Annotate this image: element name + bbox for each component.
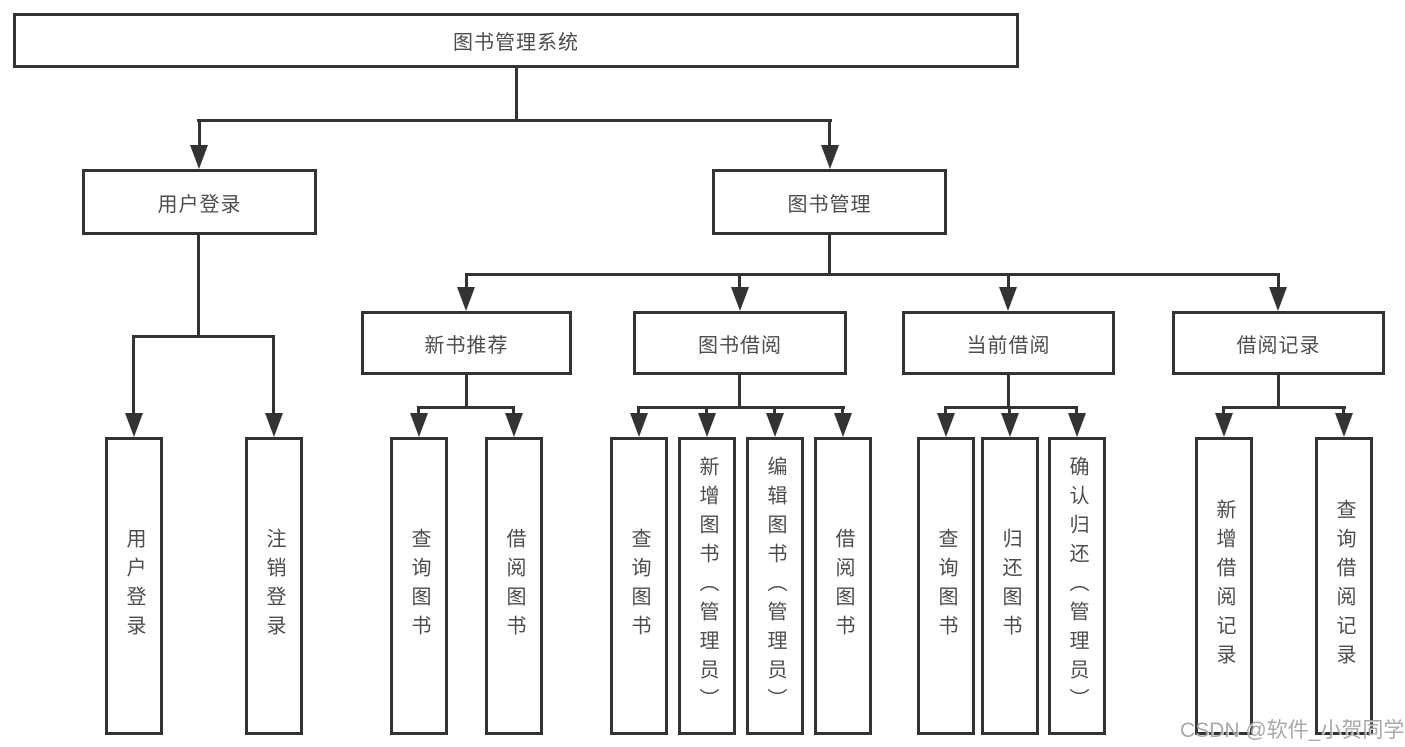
leaf-return-books: 归还图书: [981, 437, 1039, 735]
connector-section3-vline: [1007, 375, 1010, 409]
arrow-down-icon: [1269, 287, 1287, 311]
arrow-down-icon: [265, 413, 283, 437]
arrow-down-icon: [834, 413, 852, 437]
arrow-down-icon: [410, 413, 428, 437]
connector-user-login-shaft: [198, 119, 201, 151]
leaf-label: 用户登录: [123, 528, 145, 644]
connector-user-login-vline: [197, 235, 200, 338]
leaf-query-borrow-record: 查询借阅记录: [1315, 437, 1373, 735]
arrow-down-icon: [1215, 413, 1233, 437]
arrow-down-icon: [457, 287, 475, 311]
connector-user-login-hline: [132, 335, 275, 338]
connector-section1-hline: [417, 406, 515, 409]
node-new-book-recommend-label: 新书推荐: [424, 334, 509, 357]
leaf-label: 新增借阅记录: [1213, 499, 1235, 673]
arrow-down-icon: [1001, 413, 1019, 437]
arrow-down-icon: [190, 145, 208, 169]
connector-book-mgmt-hline: [465, 273, 1280, 276]
arrow-down-icon: [1068, 413, 1086, 437]
leaf-add-borrow-record: 新增借阅记录: [1195, 437, 1253, 735]
node-borrow-records: 借阅记录: [1172, 311, 1385, 375]
leaf-query-books-2: 查询图书: [610, 437, 668, 735]
node-user-login: 用户登录: [82, 169, 317, 235]
leaf-label: 编辑图书（管理员）: [764, 455, 786, 717]
arrow-down-icon: [125, 413, 143, 437]
connector-leaf-shaft: [132, 335, 135, 419]
leaf-label: 确认归还（管理员）: [1066, 455, 1088, 717]
arrow-down-icon: [766, 413, 784, 437]
connector-root-vline: [515, 68, 518, 122]
node-book-borrow: 图书借阅: [633, 311, 847, 375]
node-current-borrow-label: 当前借阅: [966, 334, 1051, 357]
node-book-borrow-label: 图书借阅: [698, 334, 782, 357]
leaf-label: 查询图书: [628, 528, 650, 644]
connector-section2-hline: [637, 406, 845, 409]
leaf-borrow-books-1: 借阅图书: [485, 437, 543, 735]
node-current-borrow: 当前借阅: [902, 311, 1115, 375]
connector-book-mgmt-vline: [828, 235, 831, 276]
leaf-borrow-books-2: 借阅图书: [814, 437, 872, 735]
leaf-label: 查询图书: [935, 528, 957, 644]
connector-section-shaft: [738, 273, 741, 293]
leaf-add-books-admin: 新增图书（管理员）: [678, 437, 736, 735]
connector-leaf-shaft: [272, 335, 275, 419]
leaf-edit-books-admin: 编辑图书（管理员）: [746, 437, 804, 735]
leaf-label: 归还图书: [999, 528, 1021, 644]
arrow-down-icon: [630, 413, 648, 437]
leaf-user-login: 用户登录: [105, 437, 163, 735]
arrow-down-icon: [821, 145, 839, 169]
arrow-down-icon: [698, 413, 716, 437]
csdn-watermark: CSDN @软件_小贺同学: [1180, 719, 1405, 742]
connector-section1-vline: [465, 375, 468, 409]
arrow-down-icon: [999, 287, 1017, 311]
arrow-down-icon: [505, 413, 523, 437]
connector-section4-hline: [1222, 406, 1346, 409]
arrow-down-icon: [1335, 413, 1353, 437]
leaf-label: 新增图书（管理员）: [696, 455, 718, 717]
leaf-label: 注销登录: [263, 528, 285, 644]
node-root-label: 图书管理系统: [453, 32, 579, 54]
leaf-label: 借阅图书: [503, 528, 525, 644]
arrow-down-icon: [731, 287, 749, 311]
node-borrow-records-label: 借阅记录: [1236, 334, 1321, 357]
connector-section-shaft: [1007, 273, 1010, 293]
connector-section3-hline: [944, 406, 1078, 409]
connector-book-mgmt-shaft: [828, 119, 831, 151]
connector-section-shaft: [1277, 273, 1280, 293]
leaf-label: 借阅图书: [832, 528, 854, 644]
node-root: 图书管理系统: [13, 13, 1019, 68]
leaf-query-books-1: 查询图书: [390, 437, 448, 735]
connector-section-shaft: [465, 273, 468, 293]
node-book-management: 图书管理: [712, 169, 947, 235]
leaf-query-books-3: 查询图书: [917, 437, 975, 735]
connector-root-hline: [197, 119, 832, 122]
connector-section4-vline: [1277, 375, 1280, 409]
node-user-login-label: 用户登录: [157, 193, 242, 216]
arrow-down-icon: [937, 413, 955, 437]
leaf-label: 查询图书: [408, 528, 430, 644]
node-new-book-recommend: 新书推荐: [361, 311, 572, 375]
leaf-label: 查询借阅记录: [1333, 499, 1355, 673]
leaf-logout: 注销登录: [245, 437, 303, 735]
node-book-management-label: 图书管理: [787, 193, 872, 216]
connector-section2-vline: [738, 375, 741, 409]
leaf-confirm-return-admin: 确认归还（管理员）: [1048, 437, 1106, 735]
